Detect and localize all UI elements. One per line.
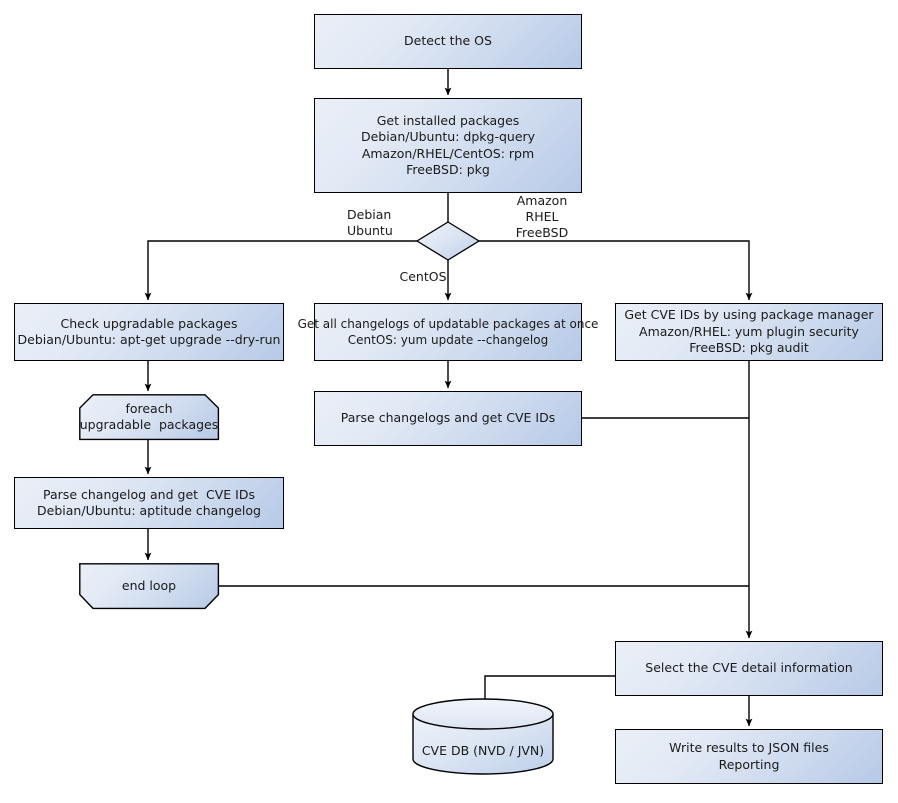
node-end-loop[interactable]: end loop [79,563,219,609]
node-get-installed-packages[interactable]: Get installed packages Debian/Ubuntu: dp… [314,98,582,193]
node-detect-os[interactable]: Detect the OS [314,14,582,69]
edge-label-centos: CentOS [399,269,447,284]
node-get-all-changelogs-label: Get all changelogs of updatable packages… [297,316,599,348]
os-decision-diamond [415,221,481,261]
node-check-upgradable[interactable]: Check upgradable packages Debian/Ubuntu:… [14,303,284,361]
node-parse-changelog-debian[interactable]: Parse changelog and get CVE IDs Debian/U… [14,477,284,529]
edge-label-debian-ubuntu: Debian Ubuntu [347,207,393,238]
node-foreach-loop[interactable]: foreach upgradable packages [79,394,219,440]
node-parse-changelog-debian-label: Parse changelog and get CVE IDs Debian/U… [37,486,261,519]
node-get-installed-packages-label: Get installed packages Debian/Ubuntu: dp… [360,112,536,178]
node-detect-os-label: Detect the OS [404,33,492,49]
node-write-results[interactable]: Write results to JSON files Reporting [615,729,883,784]
edge-decision-left [144,240,417,301]
node-end-loop-label: end loop [121,577,177,593]
node-parse-changelogs-centos[interactable]: Parse changelogs and get CVE IDs [314,391,582,446]
node-select-cve-detail-label: Select the CVE detail information [645,660,853,676]
node-cve-db-label: CVE DB (NVD / JVN) [421,743,545,758]
node-cve-db[interactable]: CVE DB (NVD / JVN) [413,699,553,774]
node-foreach-loop-label: foreach upgradable packages [79,400,219,432]
node-get-cve-ids-pkgmgr[interactable]: Get CVE IDs by using package manager Ama… [615,303,883,361]
node-write-results-label: Write results to JSON files Reporting [669,740,829,772]
foreach-loop-outline [79,394,220,441]
node-parse-changelogs-centos-label: Parse changelogs and get CVE IDs [340,410,556,426]
node-get-cve-ids-pkgmgr-label: Get CVE IDs by using package manager Ama… [624,307,874,356]
node-select-cve-detail[interactable]: Select the CVE detail information [615,641,883,696]
node-get-all-changelogs[interactable]: Get all changelogs of updatable packages… [298,303,598,361]
end-loop-outline [79,563,220,610]
edge-label-amazon-rhel-freebsd: Amazon RHEL FreeBSD [515,193,569,240]
node-check-upgradable-label: Check upgradable packages Debian/Ubuntu:… [17,315,281,348]
edge-decision-right [479,240,753,301]
